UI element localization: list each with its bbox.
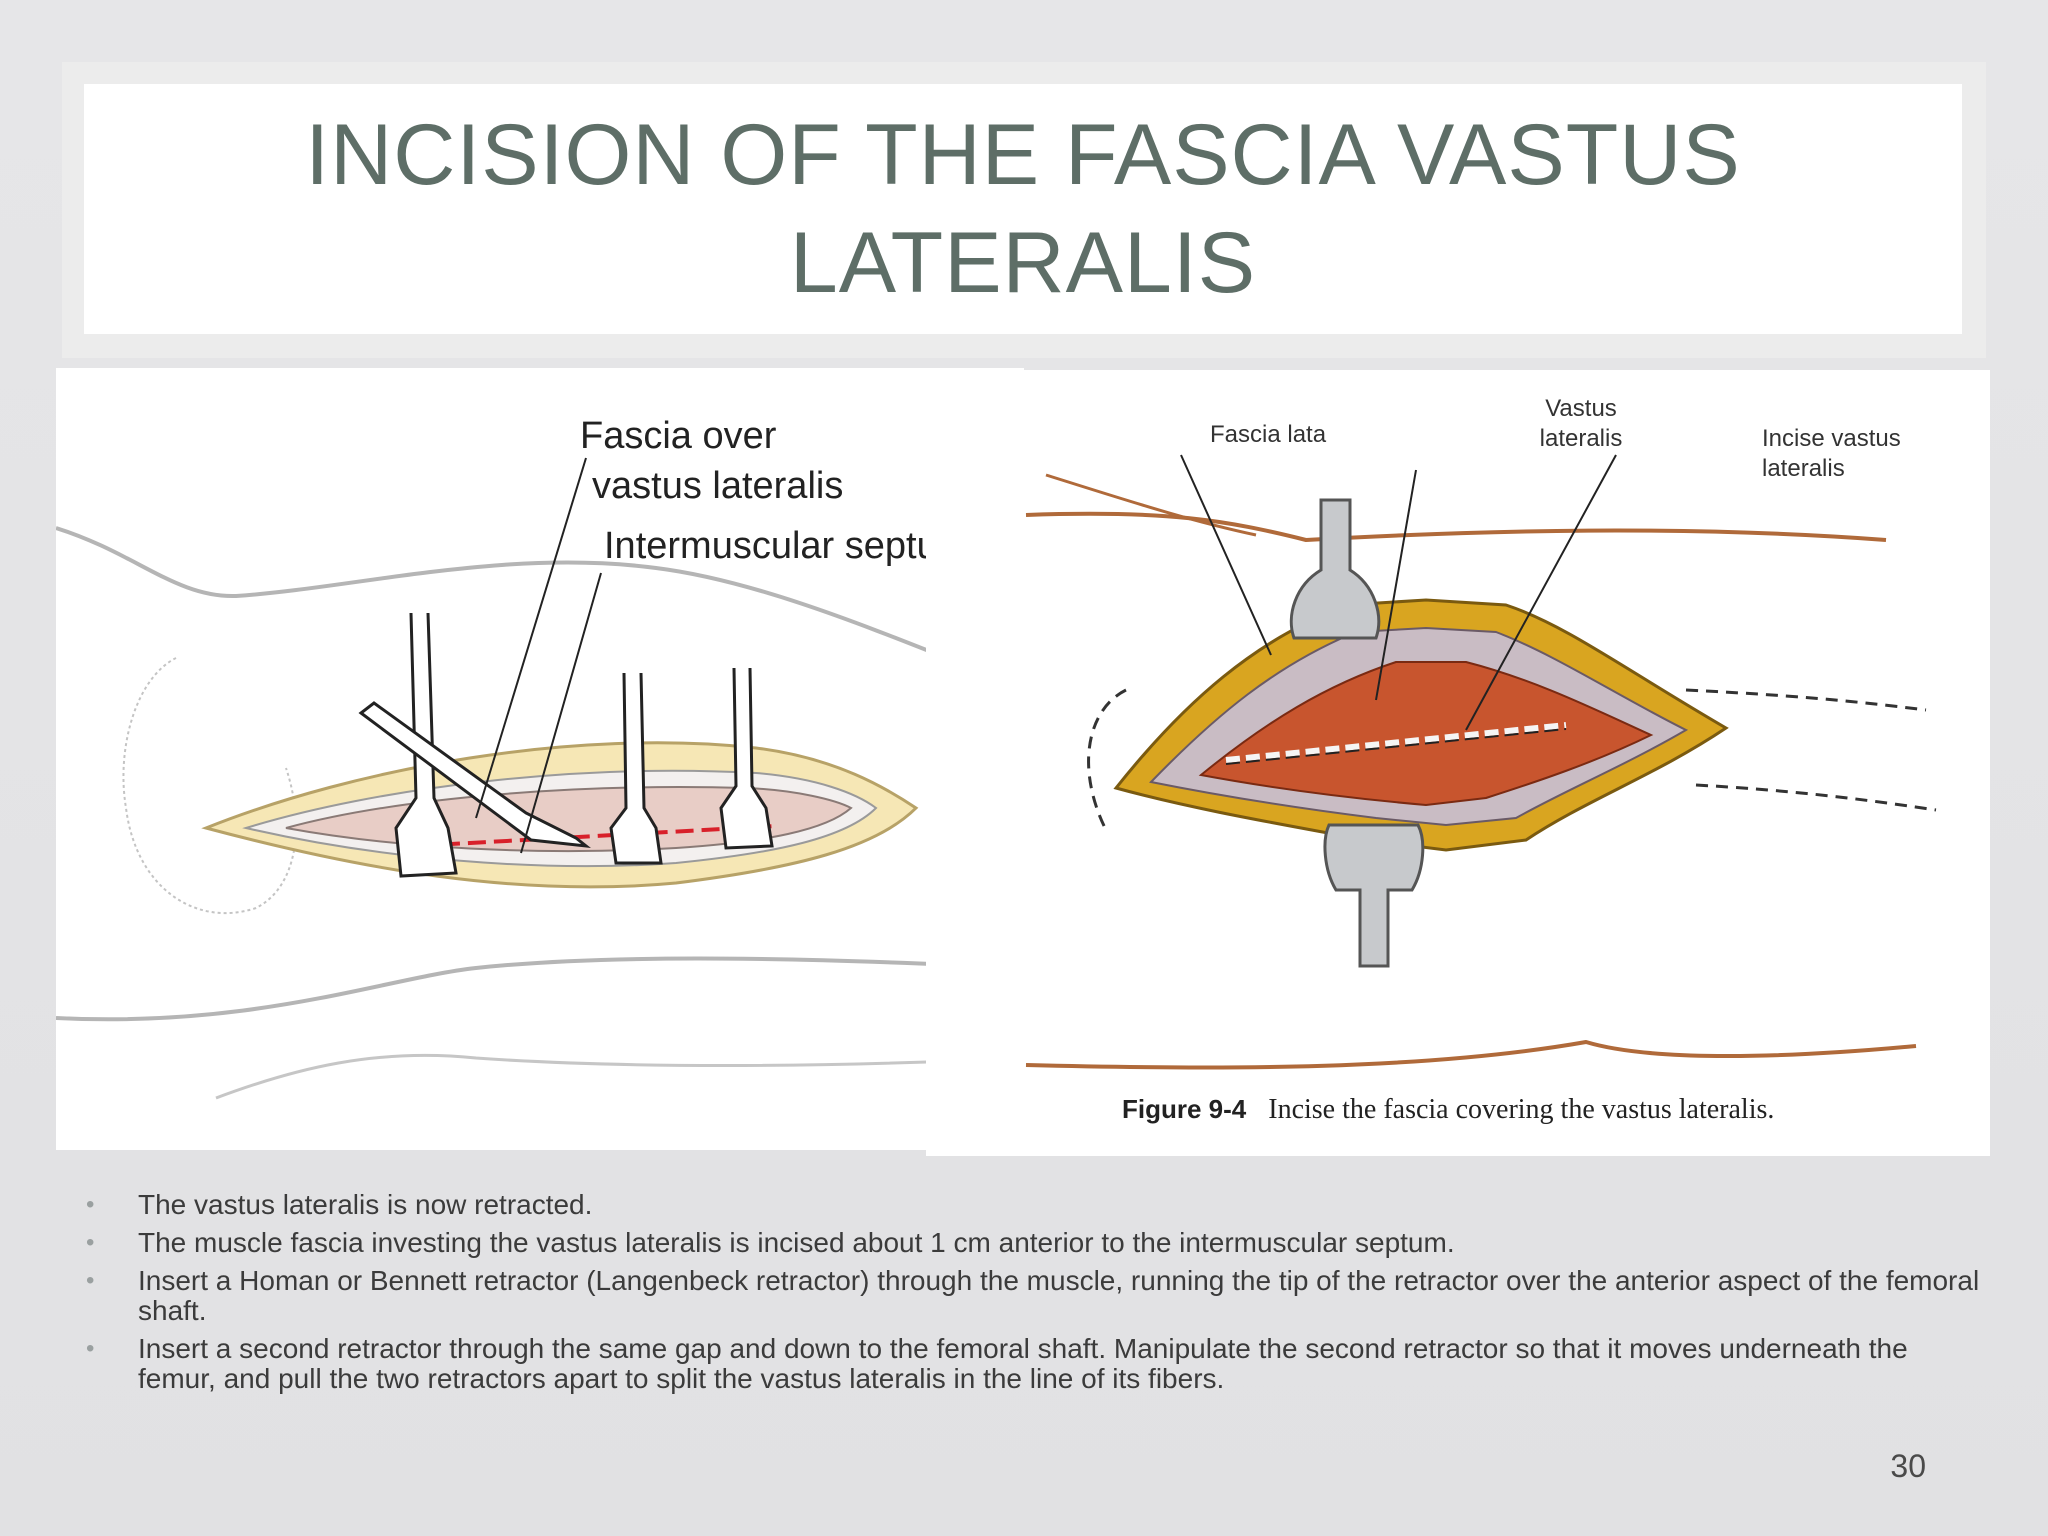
bullet-item: • The muscle fascia investing the vastus … xyxy=(84,1228,1984,1258)
caption-text: Incise the fascia covering the vastus la… xyxy=(1268,1094,1775,1125)
skin-line-top xyxy=(1025,511,1887,543)
label-fascia-over-line1: Fascia over xyxy=(580,415,777,457)
bullet-marker: • xyxy=(86,1229,95,1256)
bullet-marker: • xyxy=(86,1191,95,1218)
incision-line xyxy=(415,824,777,848)
title-box: INCISION OF THE FASCIA VASTUS LATERALIS xyxy=(84,84,1962,334)
label-intermuscular-septum: Intermuscular septum xyxy=(604,525,970,567)
leader-vastus-lateralis xyxy=(1375,469,1417,701)
thigh-outline-lower xyxy=(215,1053,1024,1100)
leader-fascia-lata xyxy=(1180,454,1272,656)
wound-muscle xyxy=(1198,661,1654,807)
bullet-list: •The vastus lateralis is now retracted. … xyxy=(84,1190,1984,1402)
leader-septum xyxy=(520,572,602,854)
slide-title-line2: LATERALIS xyxy=(789,215,1257,311)
retractor-bottom xyxy=(1323,823,1425,968)
label-fascia-over-line2: vastus lateralis xyxy=(592,465,844,507)
dashed-line-left xyxy=(1087,688,1127,831)
slide-title: INCISION OF THE FASCIA VASTUS LATERALIS xyxy=(305,101,1741,317)
label-vastus-line2: lateralis xyxy=(1539,425,1623,452)
bullet-text: Insert a Homan or Bennett retractor (Lan… xyxy=(138,1265,1980,1326)
bullet-item: • The vastus lateralis is now retracted. xyxy=(84,1190,1984,1220)
label-incise-line1: Incise vastus xyxy=(1762,425,1901,452)
label-fascia-lata: Fascia lata xyxy=(1210,421,1327,448)
incision-dashed-white xyxy=(1225,722,1567,763)
page-number: 30 xyxy=(1890,1448,1926,1484)
scalpel xyxy=(358,701,591,849)
surgical-color-illustration xyxy=(1025,454,1937,1070)
label-incise-line2: lateralis xyxy=(1762,455,1845,482)
bullet-text: The muscle fascia investing the vastus l… xyxy=(138,1227,1455,1258)
bullet-item: • Insert a second retractor through the s… xyxy=(84,1334,1984,1394)
caption-figure-number: Figure 9-4 xyxy=(1122,1094,1247,1124)
dashed-line-right-2 xyxy=(1695,783,1937,812)
dashed-line-right-1 xyxy=(1685,688,1927,712)
bullet-item: • Insert a Homan or Bennett retractor (La… xyxy=(84,1266,1984,1326)
leader-incise xyxy=(1465,454,1617,731)
incision-dashed-dark xyxy=(1225,728,1567,765)
right-figure: Fascia lata Vastus lateralis Incise vast… xyxy=(926,370,1990,1156)
retractor-top xyxy=(1289,498,1381,640)
bullet-text: The vastus lateralis is now retracted. xyxy=(138,1189,593,1220)
dotted-joint-outline xyxy=(122,657,297,914)
bullet-marker: • xyxy=(86,1267,95,1294)
skin-line-bottom xyxy=(1025,1039,1917,1070)
retractor-2 xyxy=(609,672,663,865)
thigh-outline-bottom xyxy=(56,956,1024,1022)
skin-line-upper-left xyxy=(1045,473,1257,537)
left-figure: Fascia over vastus lateralis Intermuscul… xyxy=(56,368,1024,1150)
thigh-outline-top xyxy=(56,526,1024,690)
slide-title-line1: INCISION OF THE FASCIA VASTUS xyxy=(305,107,1741,203)
label-vastus-line1: Vastus xyxy=(1545,395,1617,422)
bullet-marker: • xyxy=(86,1335,95,1362)
bullet-text: Insert a second retractor through the sa… xyxy=(138,1333,1908,1394)
retractor-3 xyxy=(719,667,774,850)
thigh-line-drawing xyxy=(56,457,1024,1100)
figure-caption: Figure 9-4 Incise the fascia covering the… xyxy=(1122,1094,1774,1126)
leader-fascia xyxy=(475,457,587,819)
